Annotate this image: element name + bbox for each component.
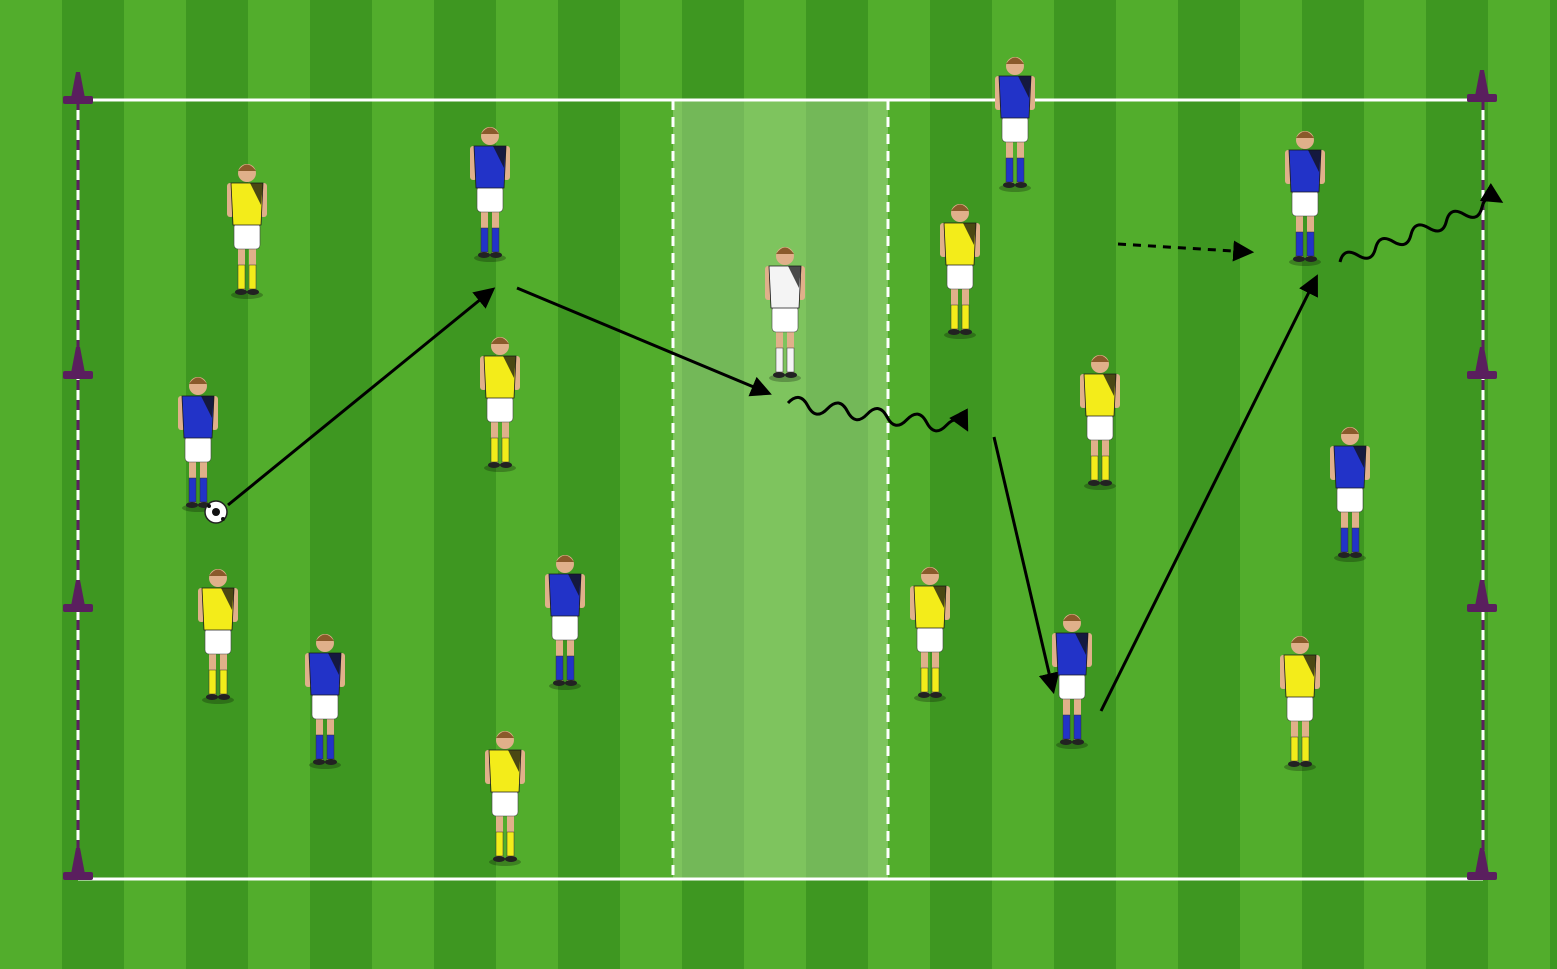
player-blue [1330,427,1370,562]
pass-arrow [1099,274,1318,712]
dribble-arrow [786,395,969,433]
player-yellow [1080,355,1120,490]
player-blue [1052,614,1092,749]
cone-icon [63,72,93,104]
player-blue [545,555,585,690]
player-yellow [1280,636,1320,771]
player-yellow [940,204,980,339]
grass-stripe [248,0,310,969]
player-yellow [480,337,520,472]
pass-arrow [992,436,1060,695]
cone-icon [63,347,93,379]
grass-stripe [744,0,806,969]
player-yellow [485,731,525,866]
grass-stripe [1488,0,1550,969]
grass-stripe [1364,0,1426,969]
cone-icon [1467,580,1497,612]
cone-icon [1467,347,1497,379]
players [178,57,1370,866]
player-blue [470,127,510,262]
player-neutral [765,247,805,382]
grass-stripe [0,0,62,969]
grass-stripe [124,0,186,969]
pass-arrow [227,287,496,507]
cones [63,70,1497,880]
cone-icon [1467,70,1497,102]
player-blue [1285,131,1325,266]
football [204,500,228,524]
grass-stripe [372,0,434,969]
player-blue [305,634,345,769]
cone-icon [1467,848,1497,880]
cone-icon [63,580,93,612]
grass-stripe [1240,0,1302,969]
cone-icon [63,848,93,880]
player-yellow [198,569,238,704]
pass-arrow [516,286,772,397]
field-boundary [78,98,1483,881]
player-yellow [227,164,267,299]
grass-stripe [496,0,558,969]
movement-arrows [227,183,1504,712]
neutral-zone [673,100,888,879]
end-lines [76,100,1485,879]
run-arrow [1117,240,1255,262]
player-yellow [910,567,950,702]
grass-stripe [868,0,930,969]
dribble-arrow [1338,183,1504,263]
player-blue [995,57,1035,192]
grass-stripe [1116,0,1178,969]
grass-stripe [620,0,682,969]
